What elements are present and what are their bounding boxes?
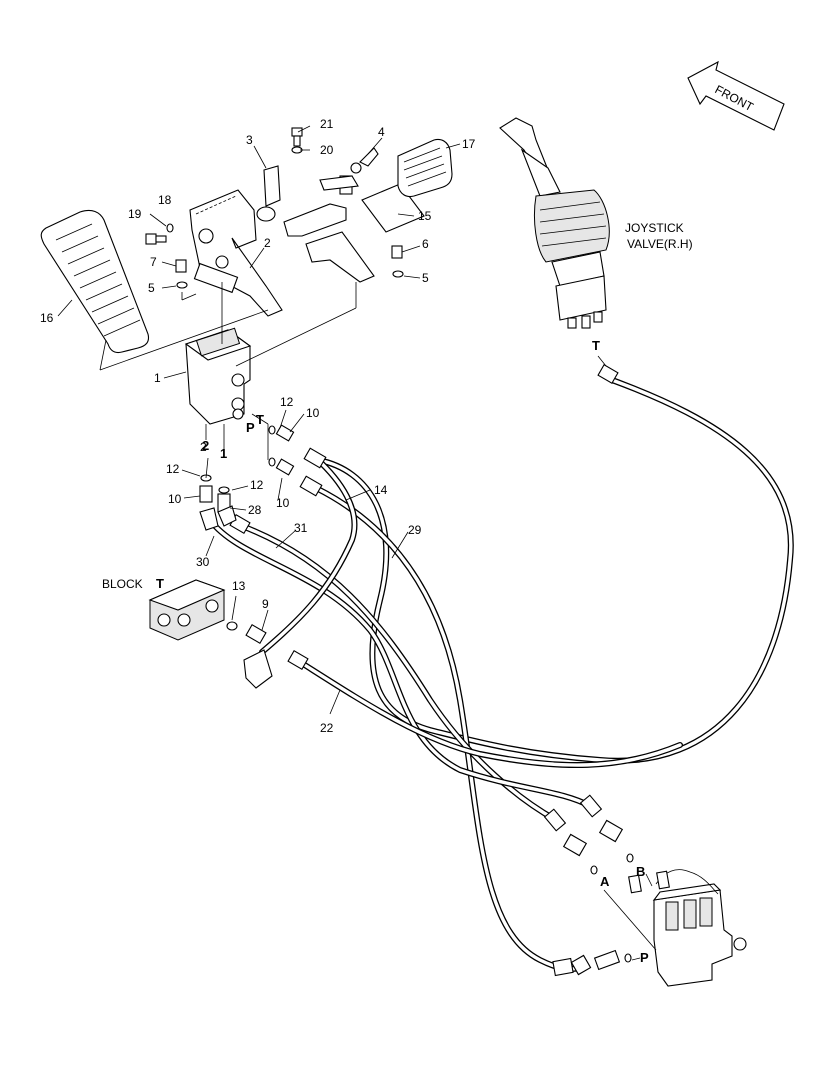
- callout-10b: 10: [168, 492, 182, 506]
- callout-10a: 10: [306, 406, 320, 420]
- callout-6: 6: [422, 237, 429, 251]
- block: [148, 579, 238, 641]
- port-label-joystick-t: T: [592, 338, 600, 353]
- callout-12c: 12: [250, 478, 264, 492]
- callout-22: 22: [320, 721, 334, 735]
- callout-12a: 12: [280, 395, 294, 409]
- block-port-label: T: [156, 576, 164, 591]
- pedal-pad-left: [40, 209, 150, 354]
- callout-17: 17: [462, 137, 476, 151]
- port-label-pedal-p: P: [246, 420, 255, 435]
- joystick-label-line1: JOYSTICK: [625, 221, 684, 235]
- hardware: [145, 127, 404, 531]
- callout-numbers: 1 2 2 3 4 5 5 6 7 9 10 10 10 12 12 12 13…: [40, 117, 476, 735]
- callout-12b: 12: [166, 462, 180, 476]
- callout-21: 21: [320, 117, 334, 131]
- port-label-valve-p: P: [640, 950, 649, 965]
- callout-2a: 2: [264, 236, 271, 250]
- hose-fittings: [229, 364, 619, 977]
- callout-29: 29: [408, 523, 422, 537]
- callout-18: 18: [158, 193, 172, 207]
- callout-16: 16: [40, 311, 54, 325]
- pedal-bracket-assembly: [189, 147, 425, 317]
- callout-14: 14: [374, 483, 388, 497]
- joystick-valve: [499, 117, 610, 329]
- port-label-valve-b: B: [636, 864, 645, 879]
- text-labels: JOYSTICK VALVE(R.H) BLOCK T P T 2 1 T A …: [102, 221, 693, 965]
- callout-7: 7: [150, 255, 157, 269]
- leader-lines: [57, 125, 657, 961]
- callout-5b: 5: [422, 271, 429, 285]
- callout-3: 3: [246, 133, 253, 147]
- callout-5a: 5: [148, 281, 155, 295]
- port-label-valve-a: A: [600, 874, 610, 889]
- callout-15: 15: [418, 209, 432, 223]
- callout-4: 4: [378, 125, 385, 139]
- front-arrow: FRONT: [687, 60, 785, 131]
- block-label: BLOCK: [102, 577, 143, 591]
- pedal-valve: [184, 327, 252, 425]
- callout-28: 28: [248, 503, 262, 517]
- callout-9: 9: [262, 597, 269, 611]
- joystick-label-line2: VALVE(R.H): [627, 237, 693, 251]
- hoses: [207, 377, 794, 972]
- callout-19: 19: [128, 207, 142, 221]
- tee-fitting: [243, 624, 273, 689]
- port-label-pedal-2: 2: [202, 438, 209, 453]
- port-label-pedal-t: T: [256, 412, 264, 427]
- callout-2b: 2: [200, 440, 207, 454]
- callout-31: 31: [294, 521, 308, 535]
- callout-10c: 10: [276, 496, 290, 510]
- port-label-pedal-1: 1: [220, 446, 227, 461]
- pedal-pad-right: [397, 138, 453, 198]
- callout-13: 13: [232, 579, 246, 593]
- callout-1: 1: [154, 371, 161, 385]
- callout-20: 20: [320, 143, 334, 157]
- callout-30: 30: [196, 555, 210, 569]
- control-valve: [562, 819, 747, 987]
